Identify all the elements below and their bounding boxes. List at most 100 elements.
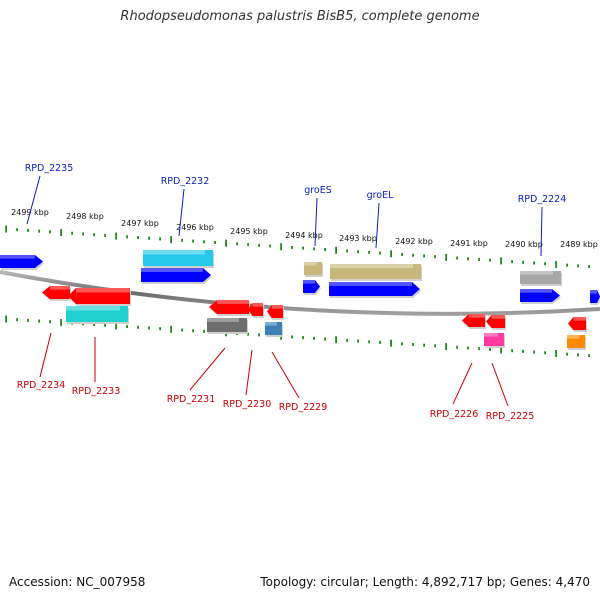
gene-rpd-2224-highlight — [520, 271, 553, 275]
major-tick — [335, 336, 337, 344]
minor-tick — [467, 257, 469, 261]
minor-tick — [522, 260, 524, 264]
major-tick — [5, 225, 7, 233]
kbp-tick-label: 2489 kbp — [560, 240, 598, 249]
rpd-2234-callout-line — [39, 332, 52, 378]
rpd-2229-label-bottom[interactable]: RPD_2229 — [279, 402, 328, 413]
minor-tick — [357, 339, 359, 343]
rpd-2234-label-bottom[interactable]: RPD_2234 — [17, 380, 66, 391]
minor-tick — [247, 243, 249, 247]
minor-tick — [324, 337, 326, 341]
minor-tick — [203, 240, 205, 244]
rpd-2231-label-bottom[interactable]: RPD_2231 — [167, 394, 216, 405]
minor-tick — [489, 258, 491, 262]
rpd-2226-label-bottom[interactable]: RPD_2226 — [430, 409, 479, 420]
rpd-2232-label-top[interactable]: RPD_2232 — [161, 176, 210, 187]
minor-tick — [269, 244, 271, 248]
rpd-2225-label-bottom[interactable]: RPD_2225 — [486, 411, 535, 422]
kbp-tick-label: 2491 kbp — [450, 239, 488, 248]
gene-rpd-2230-highlight — [252, 303, 263, 307]
major-tick — [390, 250, 392, 258]
kbp-tick-label: 2494 kbp — [285, 231, 323, 240]
minor-tick — [291, 335, 293, 339]
minor-tick — [346, 338, 348, 342]
minor-tick — [324, 248, 326, 252]
kbp-tick-label: 2495 kbp — [230, 227, 268, 236]
minor-tick — [357, 250, 359, 254]
major-tick — [280, 243, 282, 251]
gene-features — [0, 250, 600, 350]
major-tick — [60, 229, 62, 237]
minor-tick — [478, 257, 480, 261]
minor-tick — [412, 343, 414, 347]
minor-tick — [181, 328, 183, 332]
minor-tick — [489, 347, 491, 351]
minor-tick — [71, 231, 73, 235]
minor-tick — [533, 261, 535, 265]
gene-edge-orange-highlight — [567, 335, 580, 339]
minor-tick — [434, 255, 436, 259]
minor-tick — [423, 254, 425, 258]
major-tick — [445, 343, 447, 351]
minor-tick — [258, 333, 260, 337]
major-tick — [555, 260, 557, 268]
gene-rpd-2234-highlight — [50, 286, 70, 290]
upper-tick-ring — [5, 225, 590, 269]
major-tick — [335, 246, 337, 254]
gene-edge-right-highlight — [590, 290, 597, 294]
minor-tick — [27, 228, 29, 232]
rpd-2225-callout-line — [491, 362, 509, 407]
minor-tick — [401, 253, 403, 257]
minor-tick — [313, 336, 315, 340]
minor-tick — [291, 245, 293, 249]
rpd-2235-label-top[interactable]: RPD_2235 — [25, 163, 74, 174]
gene-rpd-2225-strand-highlight — [491, 315, 505, 319]
genome-summary-text: Topology: circular; Length: 4,892,717 bp… — [260, 575, 590, 589]
gene-rpd-2233-strand-highlight — [76, 288, 130, 293]
gene-rpd-2232-strand-highlight — [141, 268, 203, 272]
gene-groel-highlight — [330, 264, 413, 269]
minor-tick — [137, 325, 139, 329]
minor-tick — [467, 346, 469, 350]
groel-label-top[interactable]: groEL — [367, 190, 395, 201]
minor-tick — [423, 343, 425, 347]
groel-callout-line — [375, 202, 380, 249]
major-tick — [115, 322, 117, 330]
minor-tick — [148, 326, 150, 330]
minor-tick — [566, 352, 568, 356]
kbp-tick-label: 2492 kbp — [395, 237, 433, 246]
gene-rpd-2229-highlight — [265, 322, 277, 326]
rpd-2233-label-bottom[interactable]: RPD_2233 — [72, 386, 121, 397]
rpd-2232-callout-line — [178, 188, 185, 237]
minor-tick — [247, 332, 249, 336]
major-tick — [115, 232, 117, 240]
minor-tick — [258, 243, 260, 247]
minor-tick — [511, 349, 513, 353]
gene-groes-strand-highlight — [303, 280, 315, 284]
minor-tick — [148, 236, 150, 240]
rpd-2230-label-bottom[interactable]: RPD_2230 — [223, 399, 272, 410]
minor-tick — [137, 236, 139, 240]
gene-rpd-2226-highlight — [468, 314, 485, 318]
gene-groel-strand-highlight — [329, 282, 412, 286]
major-tick — [5, 315, 7, 323]
kbp-tick-label: 2490 kbp — [505, 240, 543, 249]
gene-rpd-2225-highlight — [484, 333, 498, 337]
minor-tick — [49, 230, 51, 234]
minor-tick — [379, 251, 381, 255]
rpd-2224-label-top[interactable]: RPD_2224 — [518, 194, 567, 205]
major-tick — [500, 346, 502, 354]
minor-tick — [302, 246, 304, 250]
rpd-2224-callout-line — [540, 206, 543, 257]
major-tick — [60, 318, 62, 326]
rpd-2226-callout-line — [452, 362, 473, 405]
minor-tick — [38, 229, 40, 233]
groes-label-top[interactable]: groES — [304, 185, 332, 196]
minor-tick — [16, 228, 18, 232]
minor-tick — [27, 318, 29, 322]
minor-tick — [401, 342, 403, 346]
map-title: Rhodopseudomonas palustris BisB5, comple… — [120, 9, 480, 24]
kbp-tick-label: 2496 kbp — [176, 223, 214, 232]
